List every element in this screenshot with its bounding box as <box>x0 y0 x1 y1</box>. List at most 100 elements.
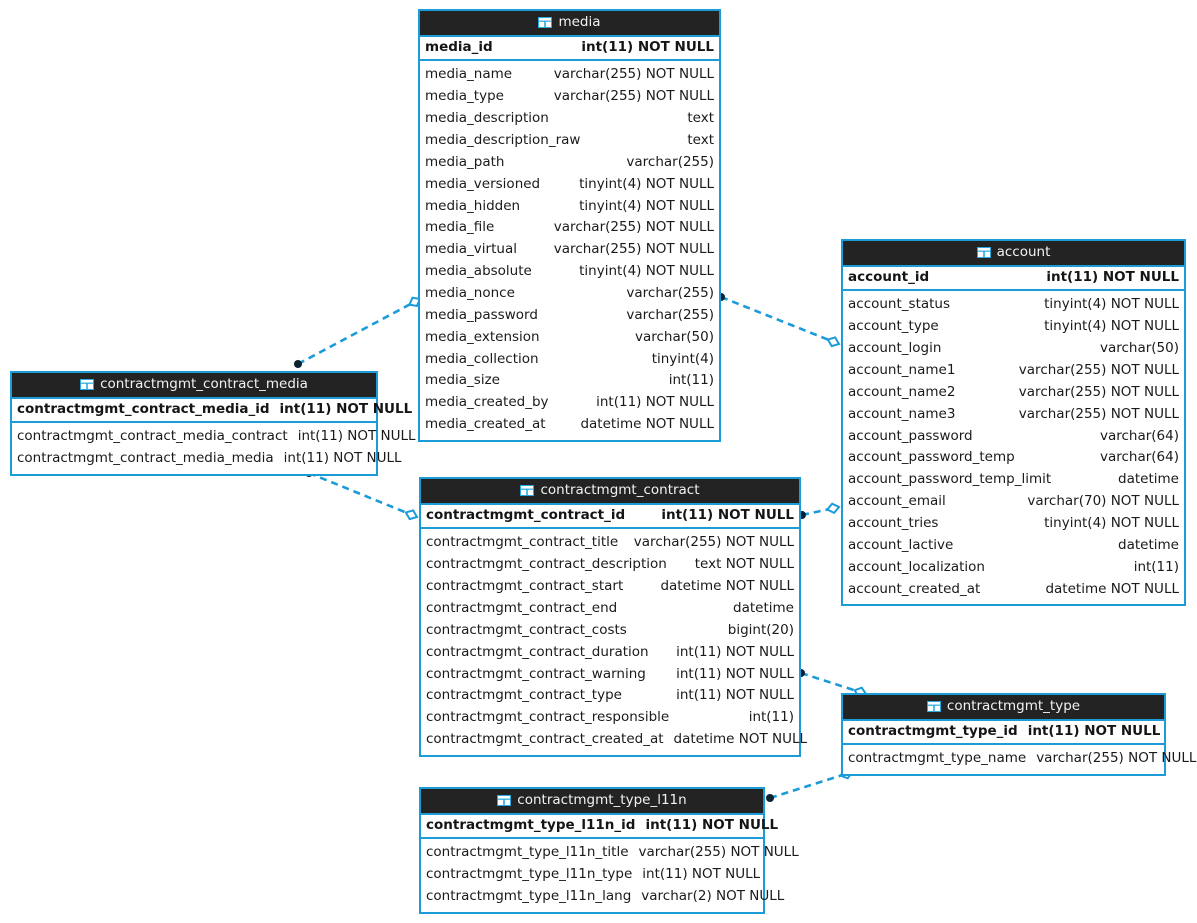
field-type: datetime NOT NULL <box>580 416 714 433</box>
field-name: media_size <box>425 372 500 389</box>
field-type: datetime NOT NULL <box>673 731 808 748</box>
field-name: media_collection <box>425 350 539 367</box>
field-row: contractmgmt_contract_warning int(11) NOT… <box>426 664 794 686</box>
relationship-line <box>800 671 867 696</box>
field-name: contractmgmt_contract_media_contract <box>17 428 288 445</box>
pk-type: int(11) NOT NULL <box>279 400 413 417</box>
field-type: int(11) NOT NULL <box>676 665 794 682</box>
field-type: varchar(255) <box>626 284 714 301</box>
field-type: int(11) <box>1133 558 1179 575</box>
relationship-contractmgmt_contract_media-to-media <box>294 296 422 368</box>
pk-name: contractmgmt_type_id <box>848 722 1018 739</box>
field-name: account_name3 <box>848 405 956 422</box>
field-name: media_extension <box>425 328 540 345</box>
field-type: varchar(64) <box>1099 449 1179 466</box>
relationship-target-diamond <box>825 502 841 515</box>
relationship-line <box>297 297 421 366</box>
field-name: contractmgmt_contract_type <box>426 687 622 704</box>
field-name: media_name <box>425 66 513 83</box>
field-name: account_email <box>848 493 946 510</box>
field-name: media_type <box>425 88 504 105</box>
field-name: contractmgmt_contract_description <box>426 556 667 573</box>
field-name: contractmgmt_contract_start <box>426 578 624 595</box>
entity-title: contractmgmt_contract_media <box>100 376 308 392</box>
entity-header-media: media <box>420 11 719 35</box>
entity-title: contractmgmt_type_l11n <box>517 792 687 808</box>
field-type: varchar(255) NOT NULL <box>553 241 714 258</box>
entity-media[interactable]: media media_id int(11) NOT NULL media_na… <box>418 9 721 442</box>
field-type: int(11) NOT NULL <box>596 394 714 411</box>
field-type: varchar(255) NOT NULL <box>633 534 794 551</box>
field-type: text NOT NULL <box>694 556 794 573</box>
field-type: varchar(2) NOT NULL <box>641 888 785 905</box>
entity-contractmgmt-type[interactable]: contractmgmt_type contractmgmt_type_id i… <box>841 693 1196 777</box>
relationship-line <box>769 770 853 800</box>
field-name: account_created_at <box>848 580 981 597</box>
pk-type: int(11) NOT NULL <box>661 506 794 523</box>
entity-header-contractmgmt-contract-media: contractmgmt_contract_media <box>12 373 376 397</box>
field-name: contractmgmt_contract_warning <box>426 665 646 682</box>
field-type: varchar(64) <box>1099 427 1179 444</box>
entity-header-account: account <box>843 241 1184 265</box>
field-row: account_name1 varchar(255) NOT NULL <box>848 360 1179 382</box>
field-type: tinyint(4) NOT NULL <box>579 175 714 192</box>
field-type: datetime <box>733 599 794 616</box>
relationship-line <box>720 295 840 346</box>
entity-header-contractmgmt-contract: contractmgmt_contract <box>421 479 799 503</box>
entity-contractmgmt-type-l11n[interactable]: contractmgmt_type_l11n contractmgmt_type… <box>419 787 799 914</box>
pk-type: int(11) NOT NULL <box>645 816 779 833</box>
pk-name: contractmgmt_contract_media_id <box>17 400 270 417</box>
field-type: int(11) <box>748 709 794 726</box>
table-icon <box>976 246 991 258</box>
field-type: bigint(20) <box>727 621 794 638</box>
field-type: varchar(70) NOT NULL <box>1027 493 1179 510</box>
field-name: contractmgmt_contract_responsible <box>426 709 670 726</box>
field-type: varchar(255) NOT NULL <box>553 66 714 83</box>
field-type: tinyint(4) NOT NULL <box>1044 514 1179 531</box>
field-name: contractmgmt_type_name <box>848 750 1027 767</box>
relationship-contractmgmt_contract-to-account <box>798 502 841 519</box>
field-type: varchar(255) <box>626 306 714 323</box>
field-type: varchar(255) <box>626 153 714 170</box>
field-name: contractmgmt_type_l11n_title <box>426 844 629 861</box>
entity-title: account <box>996 244 1051 260</box>
pk-type: int(11) NOT NULL <box>1027 722 1161 739</box>
primary-key-row: contractmgmt_contract_media_id int(11) N… <box>12 396 412 424</box>
entity-account[interactable]: account account_id int(11) NOT NULL acco… <box>841 239 1186 607</box>
entity-contractmgmt-contract[interactable]: contractmgmt_contract contractmgmt_contr… <box>419 477 807 757</box>
field-type: varchar(255) NOT NULL <box>1018 361 1179 378</box>
field-name: account_password_temp_limit <box>848 471 1052 488</box>
field-name: media_versioned <box>425 175 541 192</box>
field-name: account_name1 <box>848 361 956 378</box>
field-type: tinyint(4) NOT NULL <box>1044 318 1179 335</box>
entity-contractmgmt-contract-media[interactable]: contractmgmt_contract_media contractmgmt… <box>10 371 416 477</box>
field-type: int(11) NOT NULL <box>676 643 794 660</box>
primary-key-row: contractmgmt_contract_id int(11) NOT NUL… <box>421 502 799 530</box>
